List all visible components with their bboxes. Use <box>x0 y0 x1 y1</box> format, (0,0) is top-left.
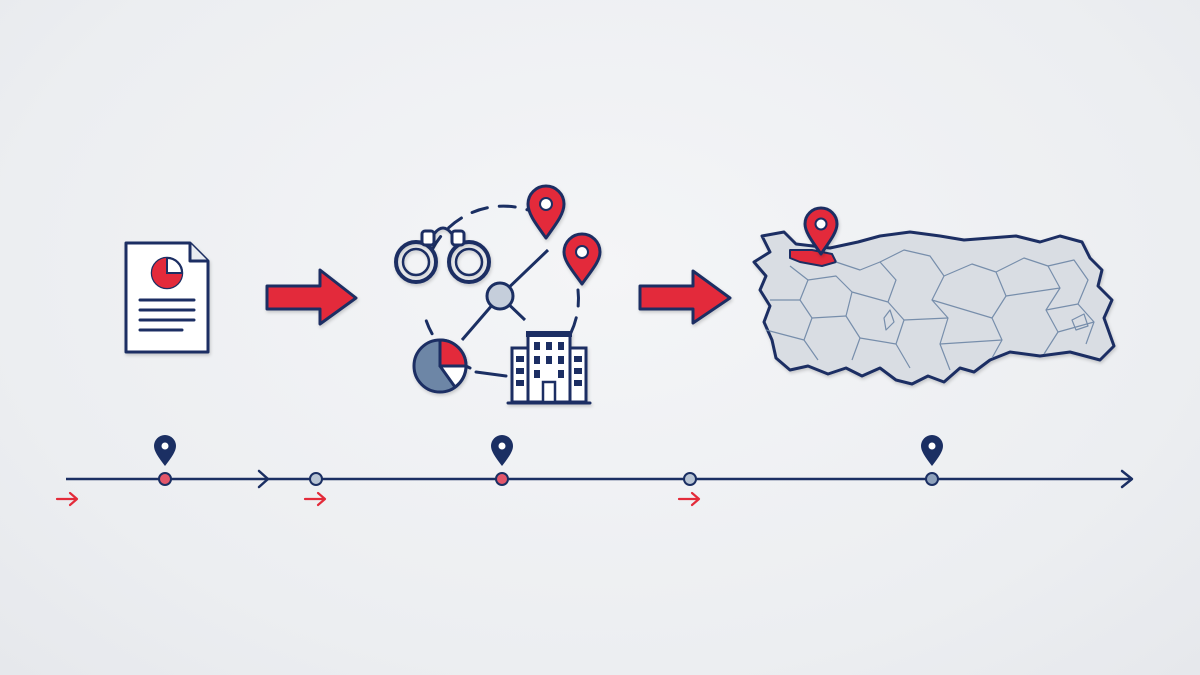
small-arrow-icon <box>303 491 327 507</box>
location-pin-icon <box>526 184 566 240</box>
arrow-right-icon <box>638 269 732 325</box>
location-pin-icon <box>803 206 839 256</box>
timeline-pin-icon <box>491 435 513 466</box>
timeline-dot <box>925 472 939 486</box>
small-arrow-icon <box>55 491 79 507</box>
timeline-dot <box>495 472 509 486</box>
pie-chart-icon <box>412 338 468 394</box>
timeline-pin-icon <box>921 435 943 466</box>
document-report-icon <box>124 241 210 354</box>
building-icon <box>506 331 592 405</box>
arrow-right-icon <box>265 268 358 326</box>
timeline-pin-icon <box>154 435 176 466</box>
network-node-icon <box>485 281 515 311</box>
timeline-dot <box>683 472 697 486</box>
timeline-dot <box>158 472 172 486</box>
timeline <box>55 435 1134 507</box>
location-pin-icon <box>562 232 602 286</box>
timeline-dot <box>309 472 323 486</box>
network-cluster <box>394 184 602 405</box>
handcuffs-icon <box>394 226 491 284</box>
small-arrow-icon <box>677 491 701 507</box>
turkey-map-icon <box>752 230 1116 386</box>
